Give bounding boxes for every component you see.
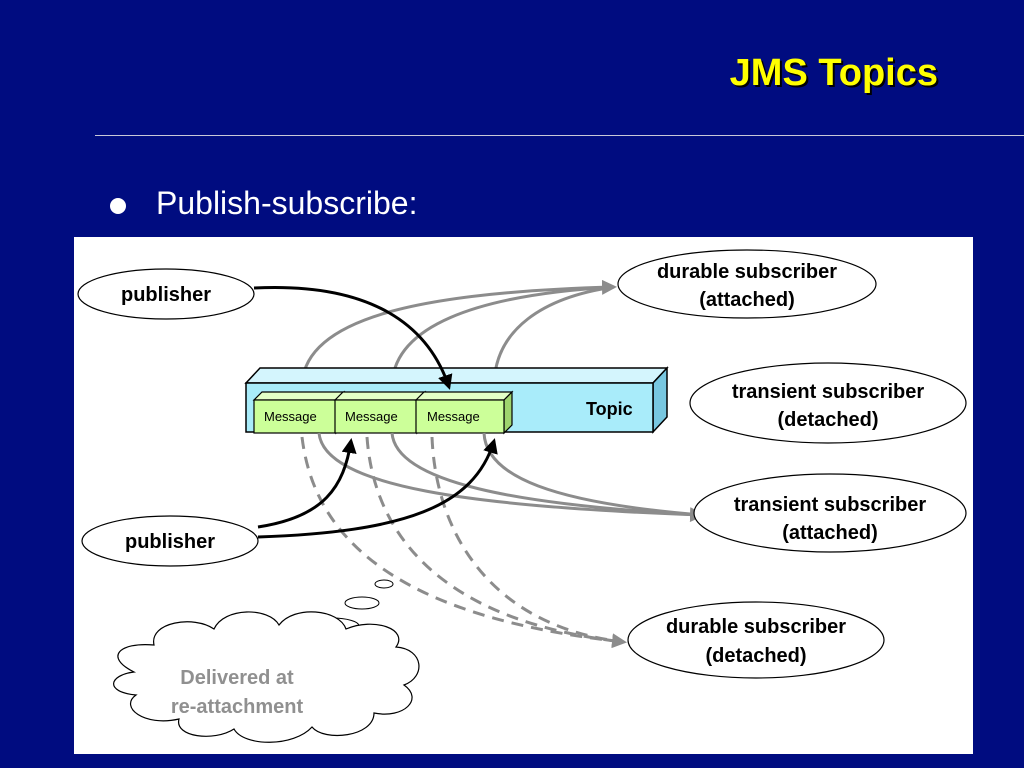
message-label: Message bbox=[345, 409, 398, 424]
message-label: Message bbox=[427, 409, 480, 424]
publish-arrow-bottom-publisher bbox=[257, 438, 357, 529]
publish-arrow-top-publisher bbox=[253, 285, 453, 390]
bullet-text: Publish-subscribe: bbox=[156, 185, 418, 221]
thought-bubble-small bbox=[374, 579, 394, 589]
delivery-curve-to-durable-attached bbox=[390, 285, 615, 388]
diagram-panel: Topic Message Message Message publisher … bbox=[74, 237, 973, 754]
topic-label: Topic bbox=[586, 399, 633, 419]
subscriber-state: (attached) bbox=[699, 289, 795, 311]
thought-bubble-medium bbox=[344, 596, 380, 610]
deferred-curve-to-durable-detached bbox=[300, 436, 627, 649]
subscriber-type: transient subscriber bbox=[732, 381, 925, 403]
note-line-1: Delivered at bbox=[180, 667, 294, 689]
deferred-curve-to-durable-detached bbox=[365, 436, 625, 644]
publisher-node-bottom: publisher bbox=[81, 515, 259, 567]
delivery-curve-to-transient-attached bbox=[390, 432, 703, 517]
publisher-label: publisher bbox=[121, 284, 211, 306]
message-box: Message bbox=[414, 390, 514, 435]
slide-title: JMS Topics bbox=[729, 52, 938, 94]
pubsub-diagram: Topic Message Message Message publisher … bbox=[77, 249, 967, 743]
title-divider bbox=[95, 135, 1024, 136]
publish-arrow-bottom-publisher bbox=[257, 438, 498, 539]
message-box: Message bbox=[252, 390, 346, 435]
publisher-node-top: publisher bbox=[77, 268, 255, 320]
subscriber-type: durable subscriber bbox=[657, 261, 837, 283]
message-box: Message bbox=[333, 390, 427, 435]
bullet-item: Publish-subscribe: bbox=[110, 185, 417, 222]
subscriber-state: (detached) bbox=[705, 645, 806, 667]
subscriber-type: transient subscriber bbox=[734, 494, 927, 516]
publisher-label: publisher bbox=[125, 531, 215, 553]
subscriber-durable-detached: durable subscriber (detached) bbox=[627, 601, 885, 679]
subscriber-durable-attached: durable subscriber (attached) bbox=[617, 249, 877, 319]
subscriber-transient-detached: transient subscriber (detached) bbox=[689, 362, 967, 444]
message-label: Message bbox=[264, 409, 317, 424]
delivery-note-cloud: Delivered at re-attachment bbox=[113, 611, 420, 743]
deferred-curve-to-durable-detached bbox=[430, 436, 625, 644]
subscriber-state: (detached) bbox=[777, 409, 878, 431]
subscriber-type: durable subscriber bbox=[666, 616, 846, 638]
delivery-curve-to-transient-attached bbox=[317, 432, 705, 523]
subscriber-state: (attached) bbox=[782, 522, 878, 544]
bullet-dot-icon bbox=[110, 197, 126, 214]
note-line-2: re-attachment bbox=[171, 696, 304, 718]
subscriber-transient-attached: transient subscriber (attached) bbox=[693, 473, 967, 553]
